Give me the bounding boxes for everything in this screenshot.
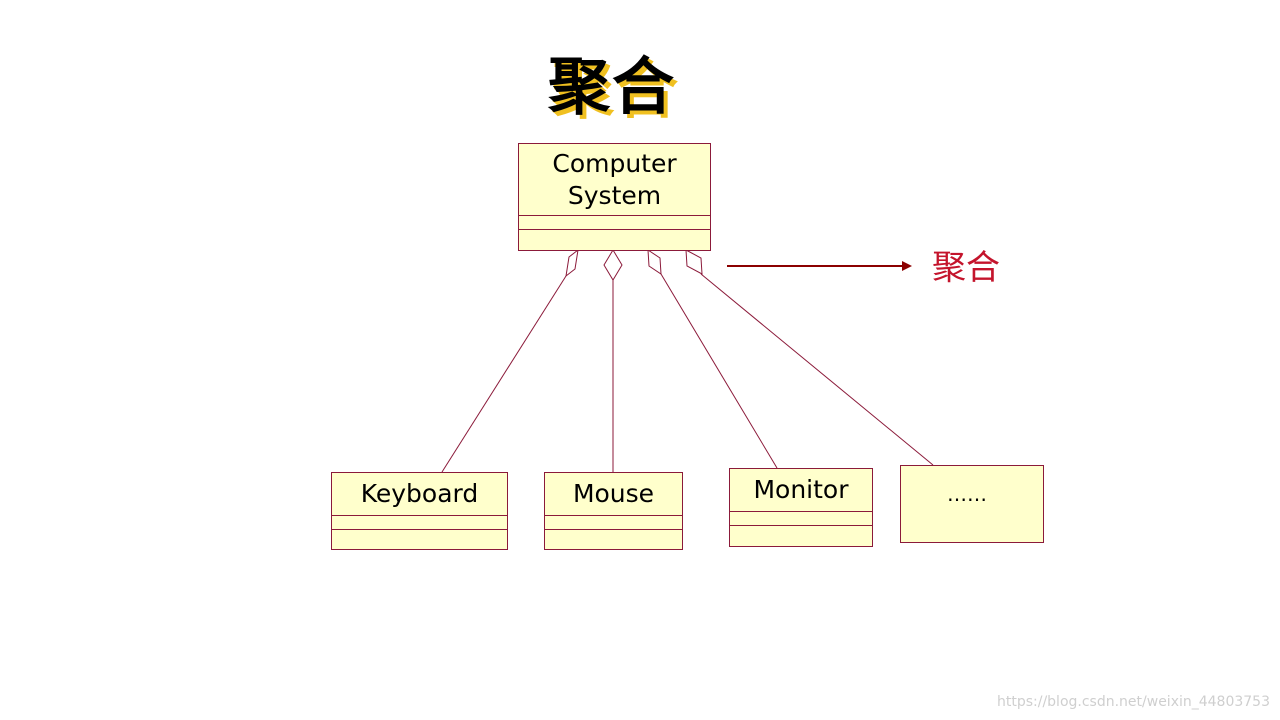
class-more: …… bbox=[900, 465, 1044, 543]
aggregation-diamond-mouse bbox=[603, 249, 623, 281]
class-mouse: Mouse bbox=[544, 472, 683, 550]
aggregation-diamond-monitor bbox=[647, 249, 662, 275]
aggregation-diamond-more bbox=[685, 249, 703, 275]
aggregation-label: 聚合 bbox=[932, 248, 1000, 288]
class-methods-section bbox=[730, 526, 872, 546]
class-methods-section bbox=[332, 530, 507, 549]
class-name-keyboard: Keyboard bbox=[332, 473, 507, 516]
class-name-mouse: Mouse bbox=[545, 473, 682, 516]
watermark: https://blog.csdn.net/weixin_44803753 bbox=[996, 694, 1270, 710]
class-methods-section bbox=[545, 530, 682, 549]
aggregation-line-monitor bbox=[660, 273, 778, 469]
class-methods-section bbox=[519, 230, 710, 250]
class-attributes-section bbox=[545, 516, 682, 530]
class-computer-system: Computer System bbox=[518, 143, 711, 251]
class-name-computer-system: Computer System bbox=[519, 144, 710, 216]
class-keyboard: Keyboard bbox=[331, 472, 508, 550]
aggregation-line-keyboard bbox=[441, 275, 567, 473]
aggregation-line-more bbox=[700, 273, 934, 466]
class-attributes-section bbox=[519, 216, 710, 230]
class-monitor: Monitor bbox=[729, 468, 873, 547]
class-attributes-section bbox=[730, 512, 872, 526]
class-name-more: …… bbox=[947, 482, 987, 506]
label-arrow-head bbox=[902, 261, 912, 271]
page-title: 聚合 bbox=[548, 50, 677, 123]
class-name-monitor: Monitor bbox=[730, 469, 872, 512]
class-attributes-section bbox=[332, 516, 507, 530]
aggregation-diamond-keyboard bbox=[565, 248, 579, 278]
